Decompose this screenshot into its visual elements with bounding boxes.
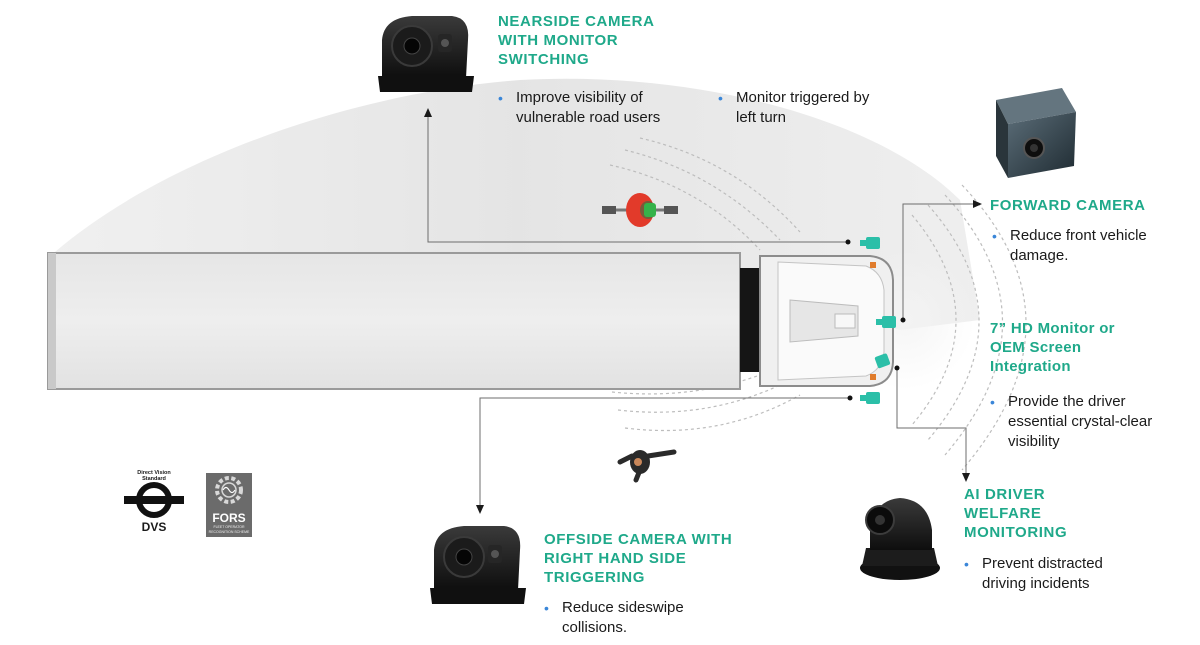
nearside-camera-image [378,16,474,92]
nearside-bullet-1: Improve visibility of vulnerable road us… [498,88,716,128]
fors-logo: FORS FLEET OPERATOR RECOGNITION SCHEME [206,473,252,537]
pedestrian-icon [617,449,677,483]
dvs-logo: Direct Vision Standard DVS [122,470,186,536]
fors-gear-icon [215,476,243,504]
fors-logo-sub: FLEET OPERATOR RECOGNITION SCHEME [208,525,250,534]
offside-bullet-1: Reduce sideswipe collisions. [544,598,762,638]
fors-logo-label: FORS [212,511,246,525]
trailer-coupling [740,268,762,372]
ai-leader [896,368,967,475]
leader-lines [427,114,976,508]
cyclist-icon [602,193,678,227]
forward-leader [902,203,976,318]
nearside-camera-heading: NEARSIDE CAMERA WITH MONITOR SWITCHING [498,13,655,68]
ai-driver-bullet-1: Prevent distracted driving incidents [964,554,1182,594]
monitor-bullet-1: Provide the driver essential crystal-cle… [990,392,1200,452]
dvs-logo-sub: Standard [142,476,166,482]
nearside-leader [427,114,848,243]
dvs-roundel-icon [124,482,184,518]
trailer [47,252,741,390]
nearside-bullet-2: Monitor triggered by left turn [718,88,936,128]
offside-leader [479,397,850,508]
arrowheads [424,108,982,514]
mount-points [845,239,906,401]
truck-icon [47,252,894,390]
ai-driver-heading: AI DRIVER WELFARE MONITORING [964,486,1068,541]
offside-camera-image [430,526,526,604]
dvs-logo-label: DVS [141,520,167,534]
camera-marker-icon [860,237,896,404]
monitor-heading: 7” HD Monitor or OEM Screen Integration [990,320,1115,375]
offside-camera-heading: OFFSIDE CAMERA WITH RIGHT HAND SIDE TRIG… [544,531,733,586]
forward-camera-heading: FORWARD CAMERA [990,197,1146,214]
dvs-logo-top: Direct Vision [137,470,171,476]
ai-camera-image [860,498,940,580]
forward-camera-image [996,88,1076,178]
forward-bullet-1: Reduce front vehicle damage. [992,226,1200,266]
sensor-arcs [609,137,1027,471]
